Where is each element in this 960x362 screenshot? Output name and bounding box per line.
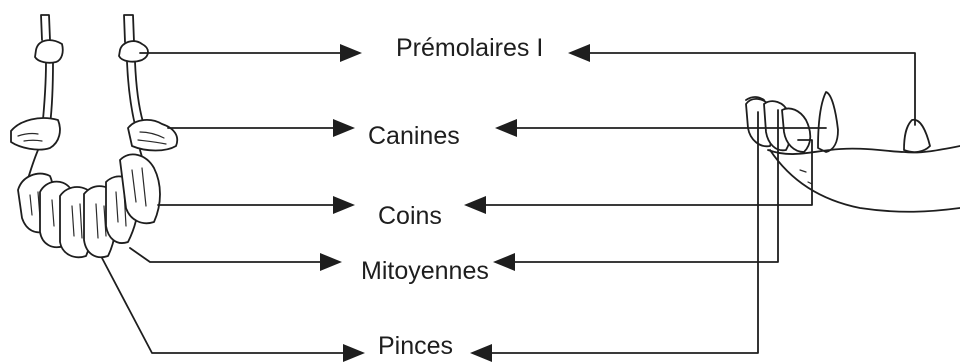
jaw-side-view-illustration	[745, 91, 960, 213]
side-premolar-shape	[903, 118, 931, 153]
arrow-coins-right	[464, 196, 486, 214]
connector-pinces-left	[101, 257, 346, 354]
arrow-premolaires-right	[568, 44, 590, 62]
arrow-mitoyennes-right	[493, 253, 515, 271]
connectors	[101, 44, 916, 362]
arrow-pinces-left	[343, 344, 365, 362]
premolar-left-shape	[34, 39, 64, 64]
side-canine-shape	[817, 91, 839, 153]
label-pinces: Pinces	[378, 332, 454, 360]
label-coins: Coins	[378, 202, 442, 230]
arrow-coins-left	[333, 196, 355, 214]
connector-premolaires-right	[587, 52, 916, 126]
connector-coins-right	[483, 139, 813, 206]
connector-mitoyennes-left	[129, 247, 323, 263]
arrow-canines-right	[495, 119, 517, 137]
label-canines: Canines	[368, 122, 460, 150]
arrow-premolaires-left	[340, 44, 362, 62]
arrow-pinces-right	[470, 344, 492, 362]
arrow-mitoyennes-left	[320, 253, 342, 271]
label-mitoyennes: Mitoyennes	[361, 257, 489, 285]
label-premolaires: Prémolaires I	[396, 34, 544, 62]
canine-right-shape	[127, 119, 179, 152]
coin-right-shape	[119, 153, 161, 225]
arrow-canines-left	[333, 119, 355, 137]
connector-pinces-right	[489, 111, 759, 354]
jaw-top-view-illustration	[10, 14, 179, 259]
connector-mitoyennes-right	[512, 109, 779, 263]
premolar-right-shape	[118, 40, 149, 63]
